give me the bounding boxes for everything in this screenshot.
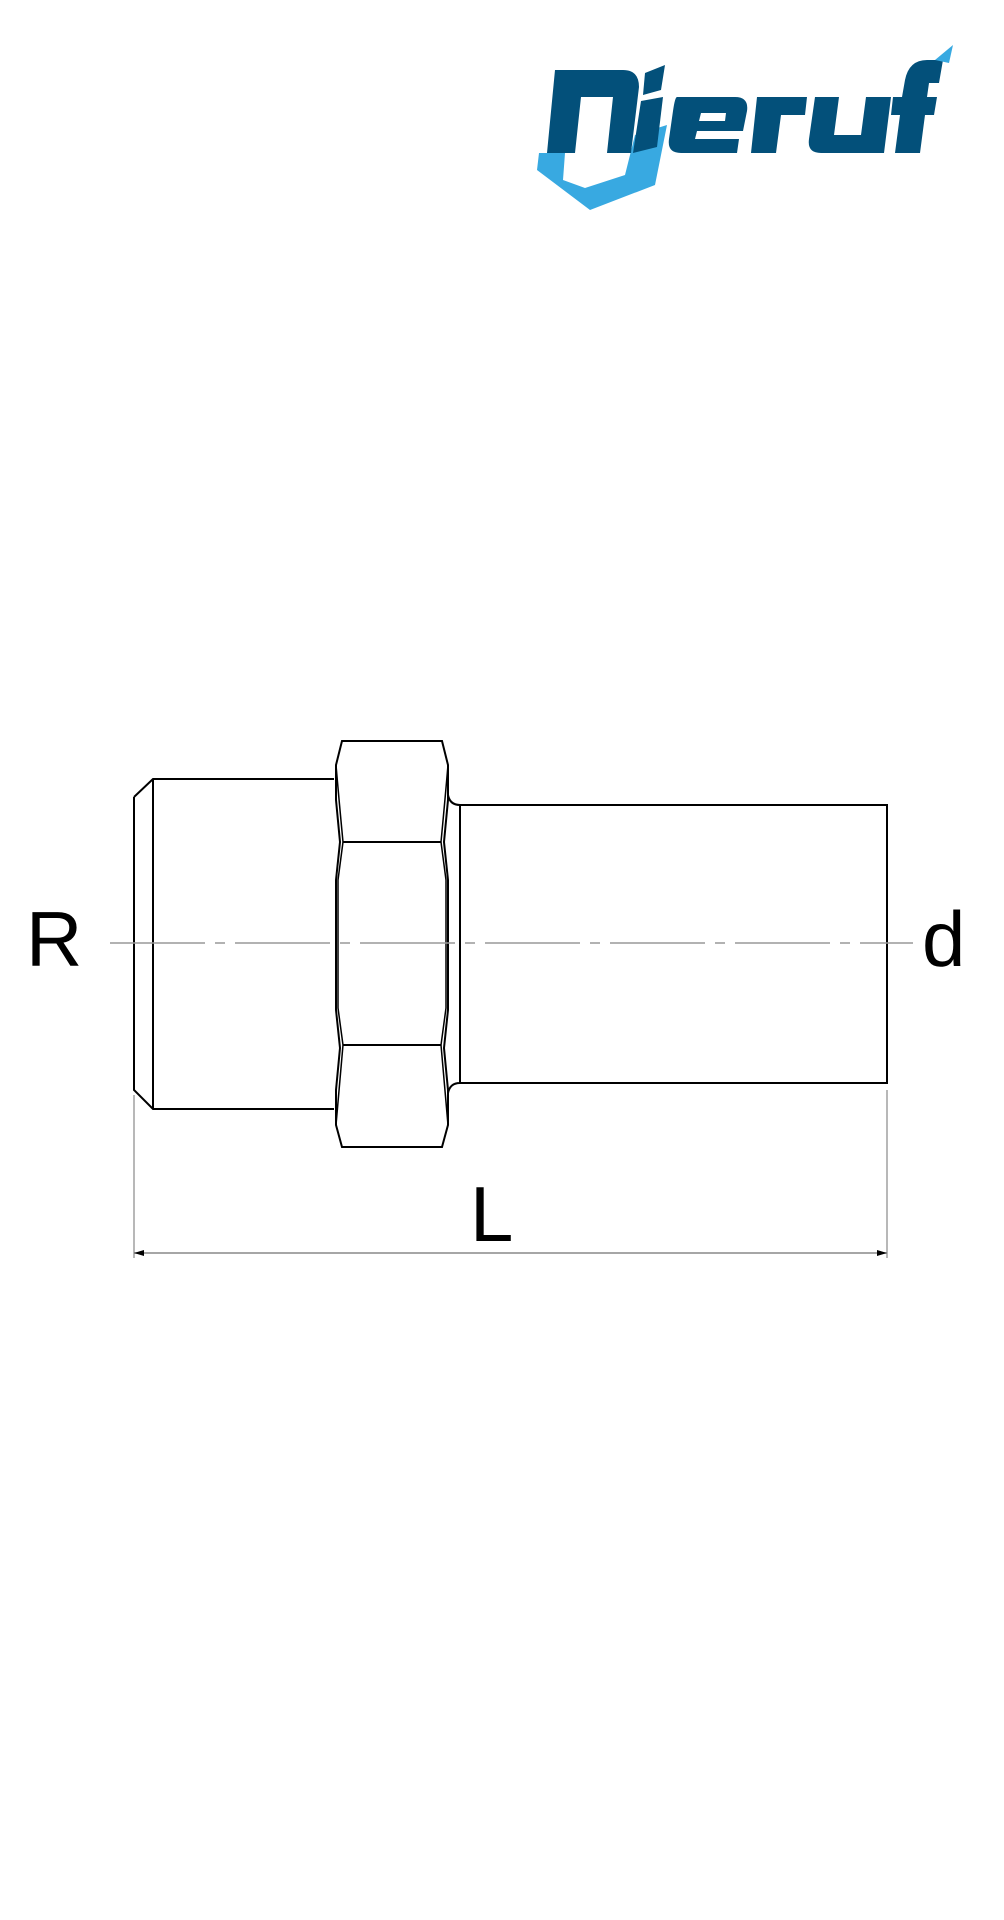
thread-end-outline bbox=[133, 778, 334, 1110]
dimension-arrow-right-icon bbox=[877, 1250, 887, 1256]
length-label-l: L bbox=[470, 1170, 514, 1258]
thread-label-r: R bbox=[26, 895, 83, 983]
hex-nut-outline bbox=[335, 740, 449, 1148]
pipe-section-outline bbox=[459, 804, 888, 1084]
nieruf-logo bbox=[537, 45, 953, 210]
hex-inner-left bbox=[337, 841, 344, 1046]
diameter-label-d: d bbox=[922, 895, 966, 983]
hex-inner-right bbox=[440, 841, 447, 1046]
dimension-arrow-left-icon bbox=[134, 1250, 144, 1256]
collar-outline bbox=[447, 794, 461, 1094]
